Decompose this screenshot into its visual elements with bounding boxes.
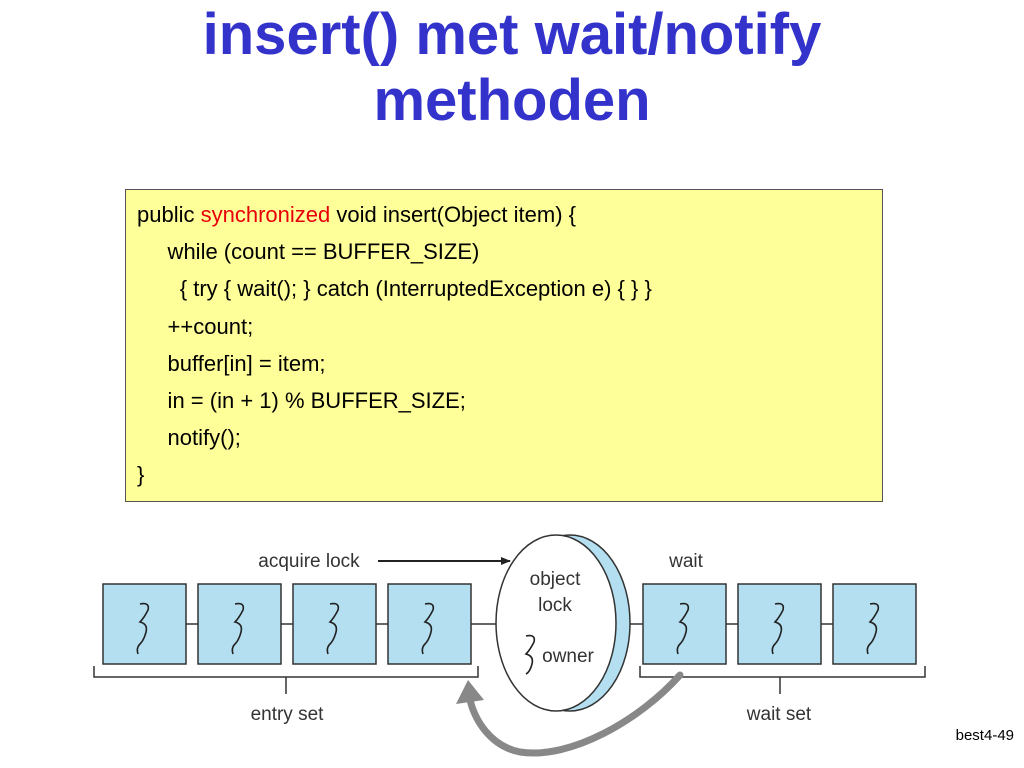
code-line-4: ++count; [137, 313, 254, 339]
code-line-2: while (count == BUFFER_SIZE) [137, 239, 480, 265]
lock-label: lock [538, 595, 572, 616]
monitor-diagram-svg: acquire lock wait [93, 534, 926, 757]
entry-set-label: entry set [251, 704, 325, 725]
code-line-7: notify(); [137, 425, 241, 451]
object-lock: object lock owner [495, 534, 631, 712]
code-line-1: public synchronized void insert(Object i… [137, 196, 882, 233]
thread-icon [642, 583, 727, 665]
acquire-lock-label: acquire lock [258, 551, 360, 572]
monitor-diagram: acquire lock wait [0, 520, 1024, 768]
code-line-5: buffer[in] = item; [137, 350, 326, 376]
code-token: public [137, 202, 201, 227]
slide-number: best4-49 [955, 727, 1014, 744]
curved-arrow-icon [456, 671, 684, 757]
title-line-2: methoden [373, 68, 651, 133]
wait-set-label: wait set [746, 704, 812, 725]
thread-icon [524, 634, 536, 675]
wait-set-threads [642, 583, 917, 665]
thread-icon [737, 583, 822, 665]
object-label: object [530, 569, 581, 590]
synchronized-keyword: synchronized [200, 202, 331, 227]
set-brackets [93, 666, 926, 694]
wait-label: wait [668, 551, 704, 572]
page-title: insert() met wait/notify methoden [0, 2, 1024, 134]
wait-set-bracket [639, 666, 926, 678]
thread-icon [102, 583, 187, 665]
thread-icon [832, 583, 917, 665]
entry-set-threads [102, 583, 472, 665]
code-line-6: in = (in + 1) % BUFFER_SIZE; [137, 388, 466, 414]
thread-icon [387, 583, 472, 665]
thread-icon [197, 583, 282, 665]
title-line-1: insert() met wait/notify [202, 2, 822, 67]
code-line-8: } [137, 462, 145, 488]
thread-icon [292, 583, 377, 665]
owner-label: owner [542, 646, 594, 667]
code-block: public synchronized void insert(Object i… [125, 189, 883, 502]
entry-set-bracket [93, 666, 479, 678]
code-token: void insert(Object item) { [330, 202, 576, 227]
code-line-3: { try { wait(); } catch (InterruptedExce… [137, 276, 652, 302]
